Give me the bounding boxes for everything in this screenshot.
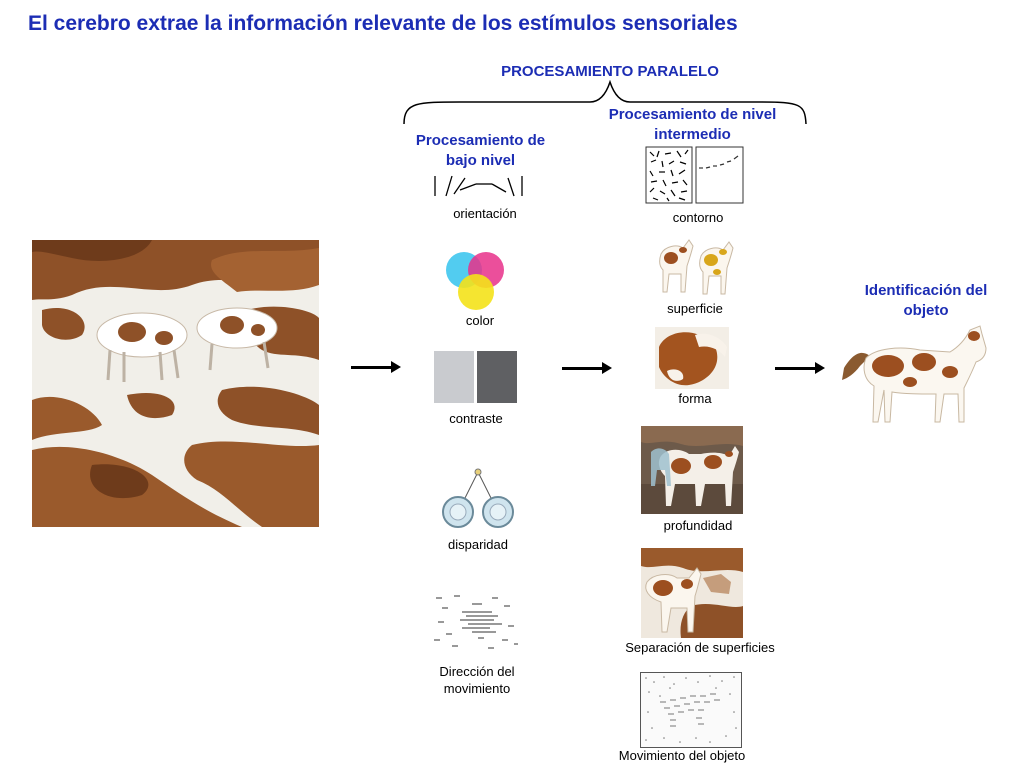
- brace-icon: [403, 80, 807, 125]
- object-motion-dots-icon: [640, 672, 742, 748]
- disparity-eyes-icon: [442, 468, 514, 528]
- object-motion-label: Movimiento del objeto: [618, 748, 746, 763]
- contour-texture-icon: [645, 146, 744, 204]
- arrow-icon: [775, 362, 825, 374]
- orientation-lines-icon: [434, 175, 523, 197]
- painting-image: [32, 240, 319, 527]
- depth-label: profundidad: [663, 518, 733, 533]
- color-label: color: [465, 313, 495, 328]
- surface-separation-label: Separación de superficies: [625, 640, 775, 655]
- disparity-label: disparidad: [448, 537, 508, 552]
- page-title: El cerebro extrae la información relevan…: [28, 12, 738, 35]
- motion-direction-label: Dirección del movimiento: [439, 664, 515, 696]
- contrast-dark-square: [477, 351, 517, 403]
- shape-label: forma: [678, 391, 712, 406]
- color-circles-icon: [446, 252, 504, 310]
- motion-dots-icon: [434, 595, 518, 649]
- depth-image: [641, 426, 743, 514]
- surface-separation-image: [641, 548, 743, 638]
- intermediate-heading: Procesamiento de nivel intermedio: [608, 106, 777, 143]
- arrow-icon: [562, 362, 612, 374]
- contrast-label: contraste: [449, 411, 503, 426]
- contour-label: contorno: [672, 210, 724, 225]
- surface-horses-image: [659, 239, 734, 295]
- contrast-light-square: [434, 351, 474, 403]
- identification-heading: Identificación del objeto: [864, 282, 988, 319]
- parallel-processing-label: PROCESAMIENTO PARALELO: [501, 63, 719, 80]
- identified-horse-image: [842, 325, 987, 423]
- low-level-heading: Procesamiento de bajo nivel: [415, 132, 546, 169]
- arrow-icon: [351, 361, 401, 373]
- surface-label: superficie: [667, 301, 723, 316]
- orientation-label: orientación: [453, 206, 517, 221]
- shape-image: [655, 327, 729, 389]
